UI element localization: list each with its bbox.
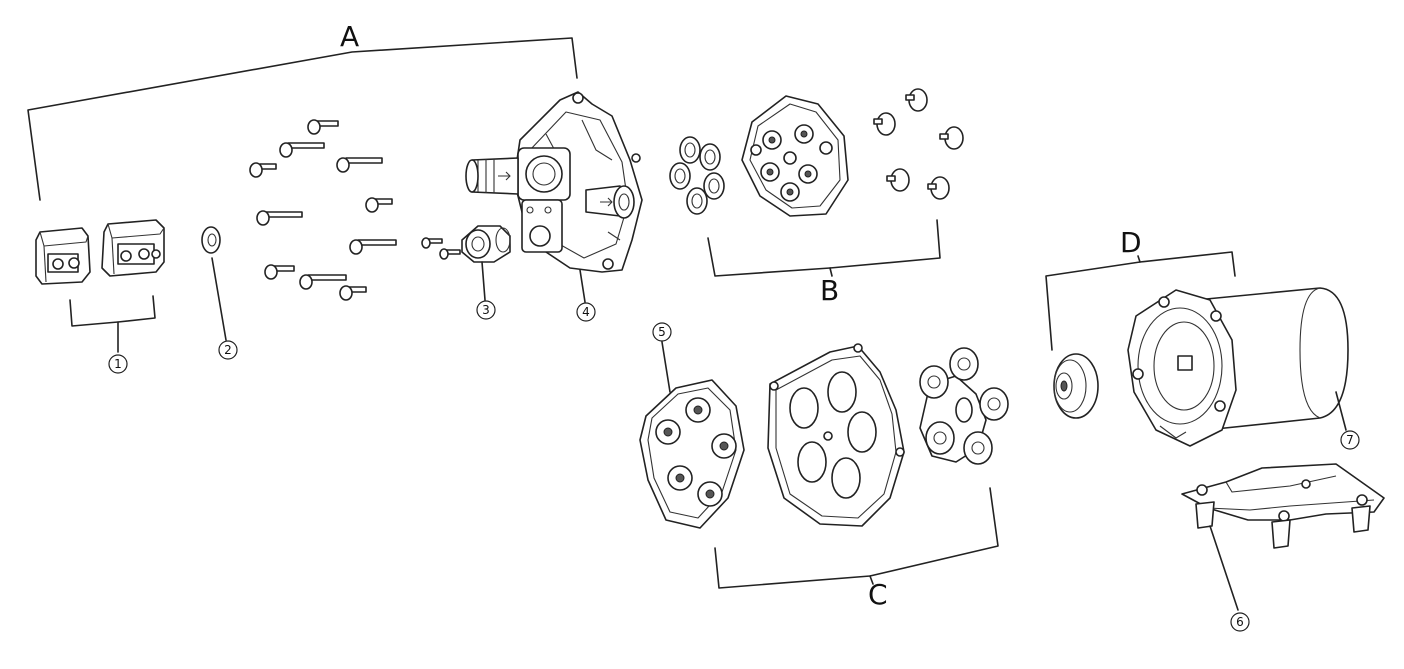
terminal-block-right xyxy=(101,219,165,277)
callout-6: 6 xyxy=(1230,612,1250,632)
svg-text:6: 6 xyxy=(1236,615,1244,629)
leader-part-2 xyxy=(211,257,227,341)
callout-3: 3 xyxy=(476,300,496,320)
bearing xyxy=(1053,353,1099,419)
leader-part-3 xyxy=(481,261,486,301)
callout-1: 1 xyxy=(108,354,128,374)
bracket-c xyxy=(714,487,999,589)
leader-part-5 xyxy=(661,341,671,393)
callout-7: 7 xyxy=(1340,430,1360,450)
svg-text:2: 2 xyxy=(224,343,232,357)
group-label-d: D xyxy=(1120,226,1142,259)
screws xyxy=(249,119,461,301)
svg-text:3: 3 xyxy=(482,303,490,317)
group-label-a: A xyxy=(340,20,359,53)
washer xyxy=(201,226,221,254)
bracket-b xyxy=(707,219,941,277)
bracket-a xyxy=(27,37,578,201)
pressure-switch xyxy=(461,225,511,263)
svg-text:4: 4 xyxy=(582,305,590,319)
o-rings xyxy=(669,136,725,215)
svg-text:7: 7 xyxy=(1346,433,1354,447)
bracket-d xyxy=(1045,251,1236,351)
pump-head-housing xyxy=(465,91,643,273)
bracket-part-1 xyxy=(69,295,156,327)
svg-text:1: 1 xyxy=(114,357,122,371)
lower-housing xyxy=(767,343,905,527)
leader-part-6 xyxy=(1209,525,1239,611)
leader-part-4 xyxy=(579,269,586,303)
callout-5: 5 xyxy=(652,322,672,342)
poppet-valves xyxy=(873,88,964,200)
callout-2: 2 xyxy=(218,340,238,360)
mounting-base xyxy=(1181,463,1385,549)
wobble-plate xyxy=(919,347,1009,465)
valve-assembly xyxy=(741,95,849,217)
terminal-block-left xyxy=(35,227,91,285)
diaphragm xyxy=(639,379,745,529)
group-label-c: C xyxy=(868,578,888,611)
group-label-b: B xyxy=(820,274,839,307)
callout-4: 4 xyxy=(576,302,596,322)
motor xyxy=(1127,287,1349,447)
svg-text:5: 5 xyxy=(658,325,666,339)
leader-part-7 xyxy=(1335,391,1347,431)
